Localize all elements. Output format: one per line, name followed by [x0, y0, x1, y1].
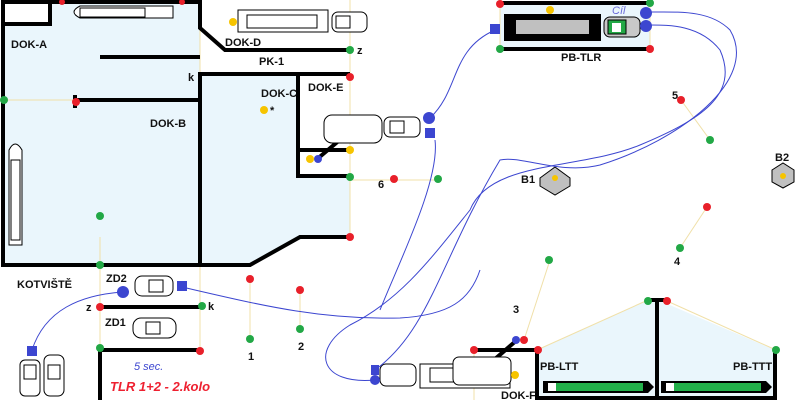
ship-zd1[interactable]: [132, 317, 177, 339]
ship-dok-d[interactable]: [237, 9, 368, 33]
marker-star: *: [270, 105, 275, 117]
label-pb-ltt: PB-LTT: [540, 361, 579, 373]
ship-zd2[interactable]: [134, 275, 174, 297]
timer-label: 5 sec.: [134, 361, 163, 373]
signal-lights[interactable]: [0, 0, 780, 379]
route-handles[interactable]: [27, 7, 652, 385]
ship-dok-f[interactable]: [379, 356, 512, 389]
ships-kotviste[interactable]: [19, 354, 65, 397]
label-pb-ttt: PB-TTT: [733, 361, 772, 373]
label-dok-c: DOK-C: [261, 88, 297, 100]
label-b2: B2: [775, 152, 789, 164]
label-zd2: ZD2: [106, 273, 127, 285]
line-label-3: 3: [513, 304, 519, 316]
line-label-6: 6: [378, 179, 384, 191]
ship-dok-e[interactable]: [323, 114, 421, 144]
label-dok-e: DOK-E: [308, 82, 343, 94]
label-pb-tlr: PB-TLR: [561, 52, 601, 64]
buoy-b1-light: [552, 175, 558, 181]
routes: [31, 11, 737, 381]
dock-basin-water: [3, 3, 350, 265]
barge-pb-ttt[interactable]: [661, 381, 772, 393]
label-kotviste: KOTVIŠTĚ: [17, 278, 72, 291]
line-label-1: 1: [248, 351, 254, 363]
label-zd1: ZD1: [105, 317, 126, 329]
label-pk1: PK-1: [259, 56, 284, 68]
label-dok-f: DOK-F: [501, 390, 536, 400]
label-b1: B1: [521, 174, 535, 186]
line-label-5: 5: [672, 90, 678, 102]
barge-pb-ltt[interactable]: [543, 381, 654, 393]
status-label: TLR 1+2 - 2.kolo: [110, 379, 210, 394]
marker-z-zd: z: [86, 302, 92, 314]
label-dok-b: DOK-B: [150, 118, 186, 130]
line-label-4: 4: [674, 256, 681, 268]
ship-pb-tlr[interactable]: [504, 14, 641, 41]
marker-k: k: [188, 72, 195, 84]
ship-dok-a[interactable]: [73, 5, 174, 19]
label-dok-a: DOK-A: [11, 39, 47, 51]
line-label-2: 2: [298, 341, 304, 353]
marker-k-zd: k: [208, 301, 215, 313]
label-dok-d: DOK-D: [225, 37, 261, 49]
buoy-b2-light: [780, 173, 786, 179]
target-label: Cíl: [612, 5, 626, 17]
marker-z: z: [357, 45, 363, 57]
top-left-box: [3, 3, 51, 25]
ship-dok-a-vertical[interactable]: [8, 143, 23, 246]
